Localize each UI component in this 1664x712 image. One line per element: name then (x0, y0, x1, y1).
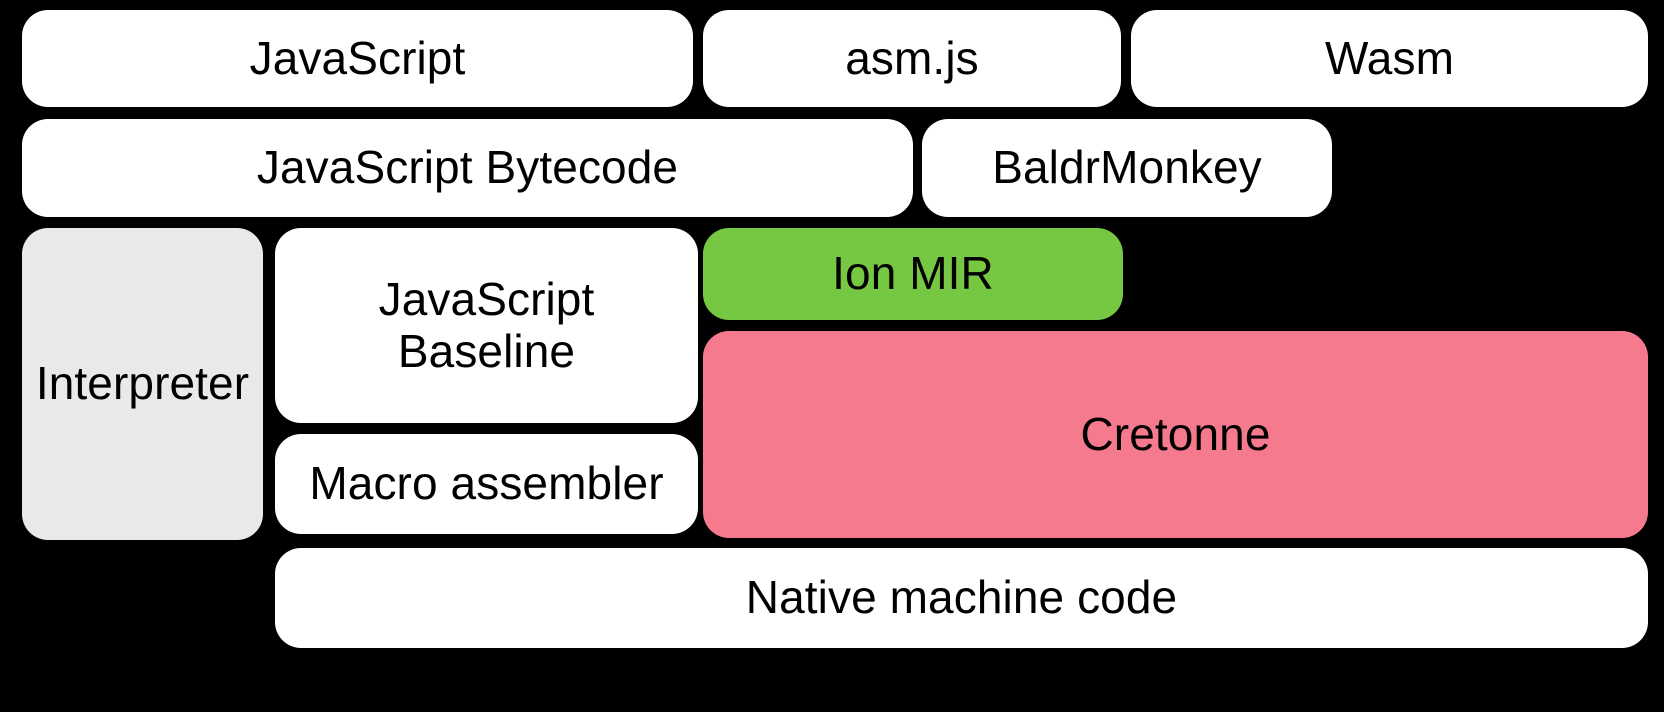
node-js-bytecode: JavaScript Bytecode (22, 119, 913, 217)
node-ion-mir: Ion MIR (703, 228, 1123, 320)
node-wasm: Wasm (1131, 10, 1648, 107)
node-interpreter: Interpreter (22, 228, 263, 540)
node-baldrmonkey: BaldrMonkey (922, 119, 1332, 217)
node-asmjs: asm.js (703, 10, 1121, 107)
node-javascript: JavaScript (22, 10, 693, 107)
node-cretonne: Cretonne (703, 331, 1648, 538)
node-native-code: Native machine code (275, 548, 1648, 648)
node-macro-asm: Macro assembler (275, 434, 698, 534)
node-js-baseline: JavaScript Baseline (275, 228, 698, 423)
